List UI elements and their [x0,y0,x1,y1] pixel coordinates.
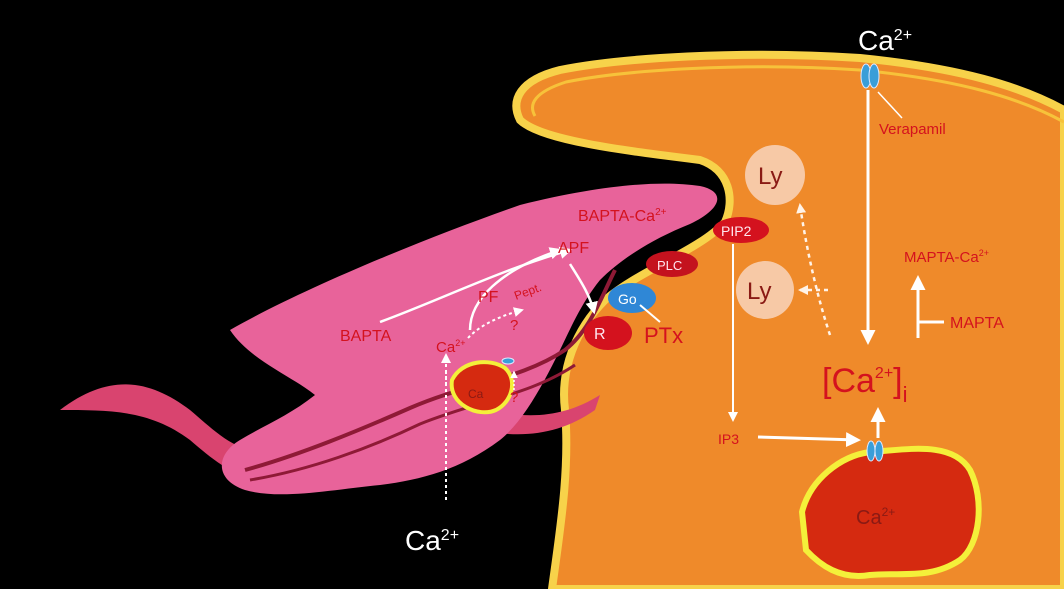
vacuole-ca-label: Ca [468,387,484,401]
apf-label: APF [558,240,589,257]
bapta-label: BAPTA [340,328,392,345]
r-label: R [594,326,606,343]
plc-label: PLC [657,258,682,273]
pip2-label: PIP2 [721,223,752,239]
mapta-ca-label: MAPTA-Ca2+ [904,248,989,266]
bapta-ca-label: BAPTA-Ca2+ [578,207,667,225]
question-2-label: ? [510,389,518,406]
go-label: Go [618,291,637,307]
ion-channel-icon [861,64,879,88]
verapamil-label: Verapamil [879,121,946,138]
question-1-label: ? [510,317,518,334]
ly-lower-label: Ly [747,278,771,305]
mapta-label: MAPTA [950,315,1004,332]
ip3-label: IP3 [718,431,739,447]
ion-channel-icon [502,358,514,364]
r-oval [584,316,632,350]
ptx-label: PTx [644,323,683,348]
pf-label: PF [478,289,499,306]
ly-upper-label: Ly [758,163,782,190]
